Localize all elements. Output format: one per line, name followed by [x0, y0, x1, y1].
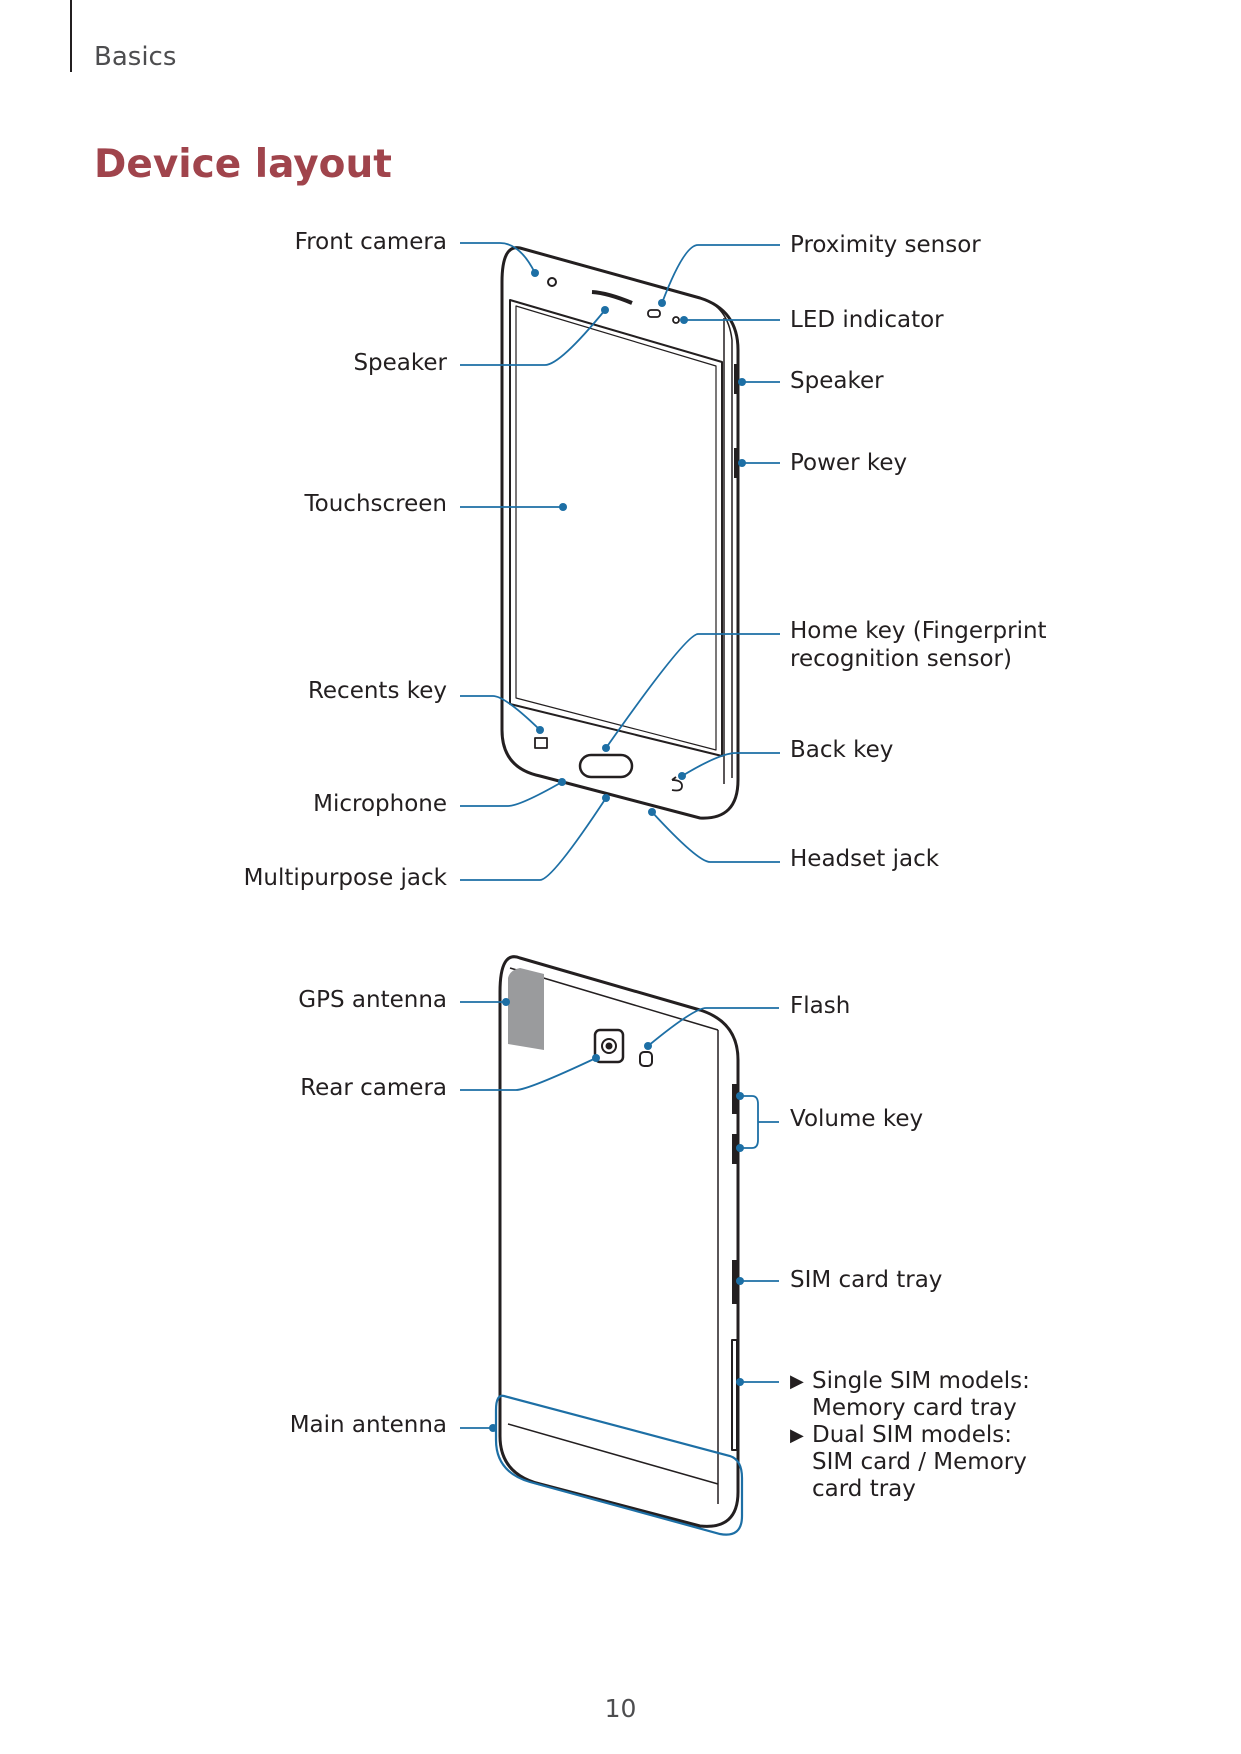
- main-antenna-outline: [494, 1394, 744, 1536]
- page-title: Device layout: [94, 142, 392, 187]
- callout-speaker-front: Speaker: [353, 350, 447, 376]
- tray-notes: ▶ Single SIM models: Memory card tray ▶ …: [790, 1368, 1030, 1503]
- callout-sim-card-tray: SIM card tray: [790, 1267, 943, 1293]
- callout-volume-key: Volume key: [790, 1106, 924, 1132]
- callout-multipurpose-jack: Multipurpose jack: [243, 865, 447, 891]
- tray-note-line: SIM card / Memory: [812, 1449, 1027, 1475]
- callout-power-key: Power key: [790, 450, 908, 476]
- callout-back-key: Back key: [790, 737, 894, 763]
- tray-note-dual-sim: ▶ Dual SIM models: SIM card / Memory car…: [790, 1422, 1030, 1503]
- callout-flash: Flash: [790, 993, 851, 1019]
- back-leader-lines: [460, 1001, 779, 1429]
- callout-recents-key: Recents key: [307, 678, 447, 704]
- tray-note-line: Memory card tray: [812, 1395, 1017, 1421]
- triangle-bullet-icon: ▶: [790, 1425, 804, 1446]
- gps-antenna-area: [508, 968, 544, 1050]
- callout-microphone: Microphone: [313, 791, 447, 817]
- tray-note-line: card tray: [812, 1476, 916, 1502]
- back-leader-dots: [489, 998, 744, 1432]
- tray-note-line: Single SIM models:: [812, 1368, 1030, 1394]
- callout-proximity-sensor: Proximity sensor: [790, 232, 981, 258]
- callout-headset-jack: Headset jack: [790, 846, 940, 872]
- callout-main-antenna: Main antenna: [289, 1412, 447, 1438]
- callout-gps-antenna: GPS antenna: [298, 987, 447, 1013]
- callout-home-key: Home key (Fingerprint recognition sensor…: [790, 618, 1047, 672]
- section-label: Basics: [94, 42, 177, 72]
- callout-led-indicator: LED indicator: [790, 307, 944, 333]
- callout-speaker-side: Speaker: [790, 368, 884, 394]
- tray-note-single-sim: ▶ Single SIM models: Memory card tray: [790, 1368, 1030, 1422]
- front-leader-lines: [460, 242, 780, 881]
- triangle-bullet-icon: ▶: [790, 1371, 804, 1392]
- callout-rear-camera: Rear camera: [300, 1075, 447, 1101]
- front-leader-dots: [531, 269, 746, 816]
- page-number: 10: [604, 1694, 637, 1723]
- header-rule: [70, 0, 72, 72]
- tray-note-line: Dual SIM models:: [812, 1422, 1012, 1448]
- callout-touchscreen: Touchscreen: [304, 491, 447, 517]
- callout-front-camera: Front camera: [294, 229, 447, 255]
